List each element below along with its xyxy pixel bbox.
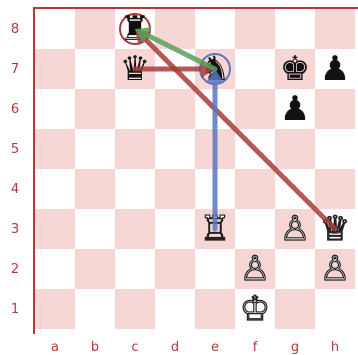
arrow-e3-e7 bbox=[206, 69, 224, 229]
arrow-e7-c8 bbox=[135, 27, 215, 69]
arrow-h3-c8 bbox=[135, 29, 335, 229]
